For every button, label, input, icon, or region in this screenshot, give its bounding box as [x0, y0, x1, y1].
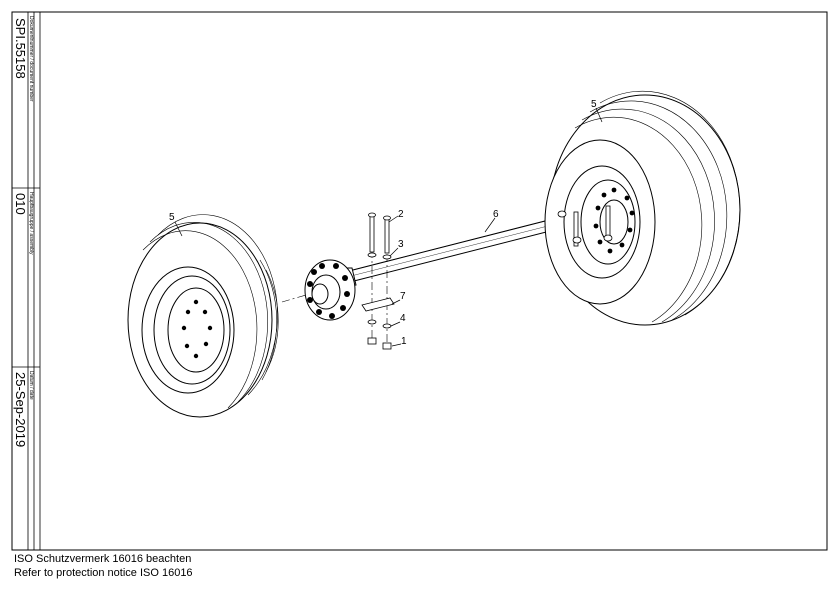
callout-7: 7 [400, 291, 406, 302]
callout-2: 2 [398, 209, 404, 220]
date-value: 25-Sep-2019 [13, 372, 28, 447]
fastener-set [361, 212, 395, 350]
callout-3: 3 [398, 239, 404, 250]
protection-notice-de: ISO Schutzvermerk 16016 beachten [14, 553, 192, 565]
callout-5-right: 5 [591, 99, 597, 110]
left-wheel [127, 214, 279, 418]
protection-notice-en: Refer to protection notice ISO 16016 [14, 567, 193, 579]
hub-studs [307, 263, 350, 319]
title-block: Dokumentnummer / document number SPI.551… [13, 16, 34, 447]
leader-lines [174, 107, 603, 347]
document-number: SPI.55158 [13, 18, 28, 79]
callouts: 5 5 6 2 3 7 4 1 [169, 99, 597, 347]
callout-5-left: 5 [169, 212, 175, 223]
left-wheel-bolts [181, 299, 213, 359]
wheel-hub [304, 259, 356, 321]
callout-1: 1 [401, 336, 407, 347]
callout-4: 4 [400, 313, 406, 324]
assembly-label: Hauptbaugruppe / assembly [28, 192, 34, 255]
right-wheel-bolts [593, 187, 635, 254]
drawing-frame [11, 11, 828, 551]
assembly-number: 010 [13, 193, 28, 215]
document-number-label: Dokumentnummer / document number [28, 16, 34, 102]
callout-6: 6 [493, 209, 499, 220]
date-label: Datum / date [28, 371, 34, 400]
right-wheel [544, 90, 741, 326]
right-clamp [557, 205, 613, 247]
